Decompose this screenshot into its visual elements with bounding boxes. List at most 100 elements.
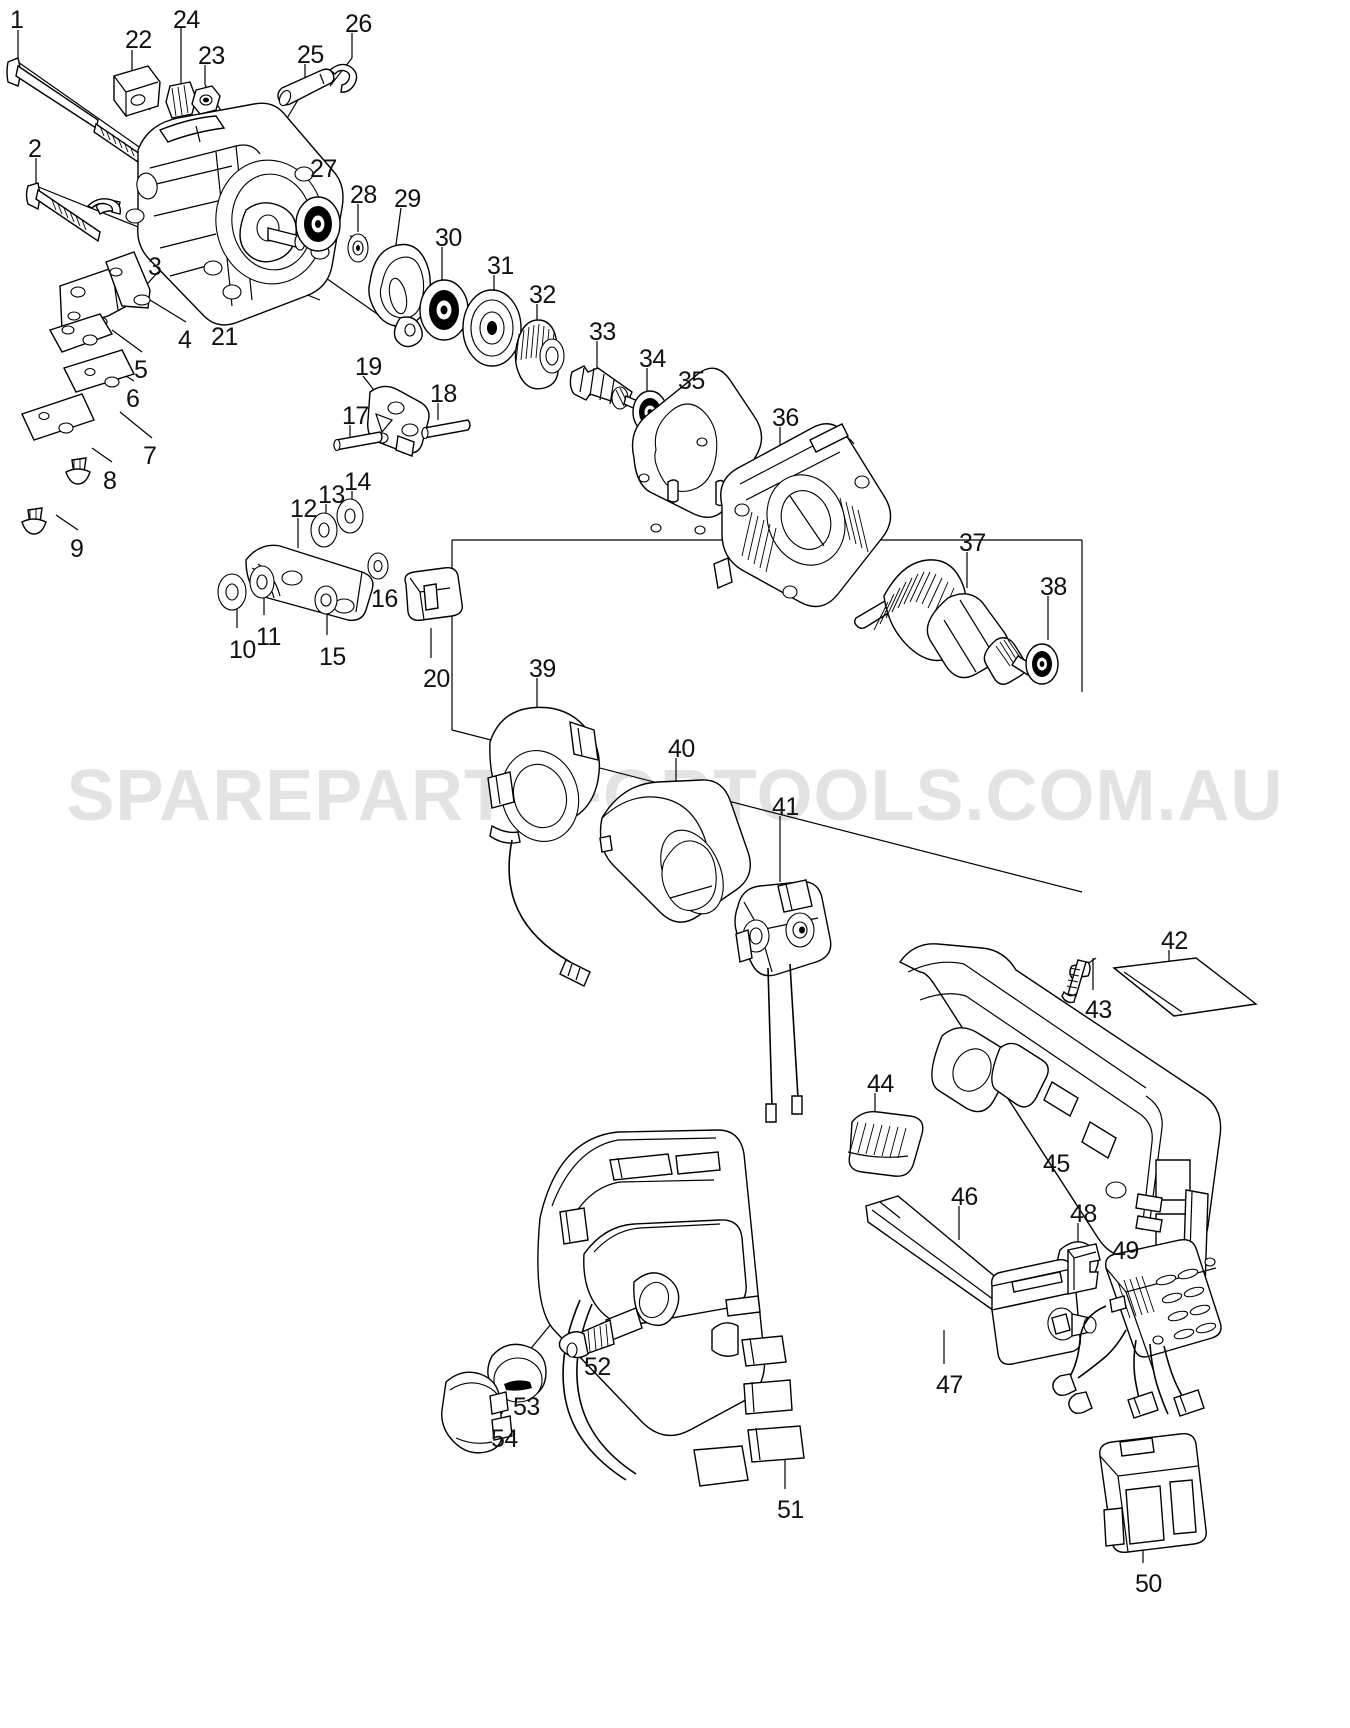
part-37-armature (854, 559, 1037, 685)
part-20-rubber-bushing (404, 566, 463, 622)
part-2-short-bolt (25, 182, 101, 243)
part-54-brush-holder-cap (441, 1371, 513, 1454)
callout-53: 53 (513, 1393, 540, 1421)
callout-13: 13 (318, 481, 345, 509)
callout-49: 49 (1112, 1237, 1139, 1265)
callout-32: 32 (529, 281, 556, 309)
part-12-lever-arm (245, 544, 374, 621)
part-5-guide-plate-a (48, 313, 114, 353)
callout-8: 8 (103, 467, 117, 495)
callout-9: 9 (70, 535, 84, 563)
part-30-ball-bearing-b (419, 279, 469, 341)
callout-40: 40 (668, 735, 695, 763)
callout-39: 39 (529, 655, 556, 683)
callout-43: 43 (1085, 996, 1112, 1024)
part-7-guide-plate-c (21, 393, 95, 441)
part-52-machine-screw (558, 1307, 643, 1359)
part-26-e-clip (328, 63, 358, 93)
part-42-cover-strip (1112, 957, 1258, 1017)
callout-38: 38 (1040, 573, 1067, 601)
callout-3: 3 (148, 253, 162, 281)
callout-37: 37 (959, 529, 986, 557)
callout-17: 17 (342, 402, 369, 430)
part-27-ball-bearing-a (295, 196, 341, 252)
callout-24: 24 (173, 6, 200, 34)
callout-12: 12 (290, 495, 317, 523)
part-28-wave-washer (347, 233, 369, 263)
part-25-pivot-shaft (277, 68, 335, 107)
part-31-ball-bearing-c (462, 289, 522, 367)
callout-46: 46 (951, 1183, 978, 1211)
callout-54: 54 (491, 1425, 518, 1453)
callout-19: 19 (355, 353, 382, 381)
part-53-brush-cap-washer (487, 1343, 547, 1403)
callout-16: 16 (371, 585, 398, 613)
part-10-flat-washer-a (217, 573, 247, 611)
part-48-wire-clip (1067, 1243, 1101, 1295)
part-51-handle-housing-left (537, 1129, 805, 1487)
part-24-sleeve-collar (165, 81, 197, 119)
part-44-trigger-pad (847, 1111, 924, 1177)
callout-35: 35 (678, 367, 705, 395)
callout-51: 51 (777, 1496, 804, 1524)
callout-22: 22 (125, 26, 152, 54)
part-19-yoke-bracket (367, 385, 430, 457)
callout-26: 26 (345, 10, 372, 38)
part-11-flat-washer-b (249, 565, 275, 599)
callout-4: 4 (178, 326, 192, 354)
part-1-long-bolt (6, 57, 141, 164)
callout-48: 48 (1070, 1200, 1097, 1228)
callout-36: 36 (772, 404, 799, 432)
part-9-pan-head-screw-b (21, 507, 47, 535)
part-6-guide-plate-b (63, 349, 135, 393)
callout-18: 18 (430, 380, 457, 408)
callout-44: 44 (867, 1070, 894, 1098)
part-21-gear-housing (86, 102, 344, 326)
callout-2: 2 (28, 135, 42, 163)
callout-29: 29 (394, 185, 421, 213)
callout-11: 11 (256, 623, 281, 651)
part-40-field-coil (599, 779, 751, 923)
callout-41: 41 (772, 793, 799, 821)
part-33-spindle-shaft (569, 365, 641, 411)
part-17-pin-a (333, 431, 383, 452)
callout-27: 27 (310, 155, 337, 183)
callout-34: 34 (639, 345, 666, 373)
part-36-motor-bracket (713, 423, 892, 608)
callout-23: 23 (198, 42, 225, 70)
part-38-ball-bearing-e (1025, 643, 1059, 685)
part-39-brush-holder-assembly (487, 706, 601, 987)
callout-20: 20 (423, 665, 450, 693)
part-23-hex-nut (191, 85, 221, 115)
callout-30: 30 (435, 224, 462, 252)
callout-52: 52 (584, 1353, 611, 1381)
part-29-bearing-retainer (368, 243, 431, 348)
callout-7: 7 (143, 442, 157, 470)
callout-42: 42 (1161, 927, 1188, 955)
callout-5: 5 (134, 356, 148, 384)
callout-10: 10 (229, 636, 256, 664)
callout-31: 31 (487, 252, 514, 280)
callout-25: 25 (297, 41, 324, 69)
callout-50: 50 (1135, 1570, 1162, 1598)
part-49-controller-module (1051, 1238, 1222, 1419)
part-14-washer-d (336, 498, 364, 534)
part-16-washer-f (367, 552, 389, 580)
part-8-pan-head-screw-a (65, 457, 91, 485)
callout-15: 15 (319, 643, 346, 671)
callout-33: 33 (589, 318, 616, 346)
part-18-pin-b (421, 419, 471, 440)
callout-14: 14 (344, 468, 371, 496)
part-50-battery-terminal-cover (1099, 1433, 1207, 1553)
callout-6: 6 (126, 385, 140, 413)
part-15-washer-e (314, 585, 338, 615)
callout-28: 28 (350, 181, 377, 209)
part-32-helical-gear (514, 319, 565, 390)
part-22-spacer-block (113, 65, 161, 117)
callout-1: 1 (10, 6, 24, 34)
callout-21: 21 (211, 323, 238, 351)
part-4-base-bracket (59, 251, 151, 331)
part-41-switch-assembly (734, 879, 832, 1123)
